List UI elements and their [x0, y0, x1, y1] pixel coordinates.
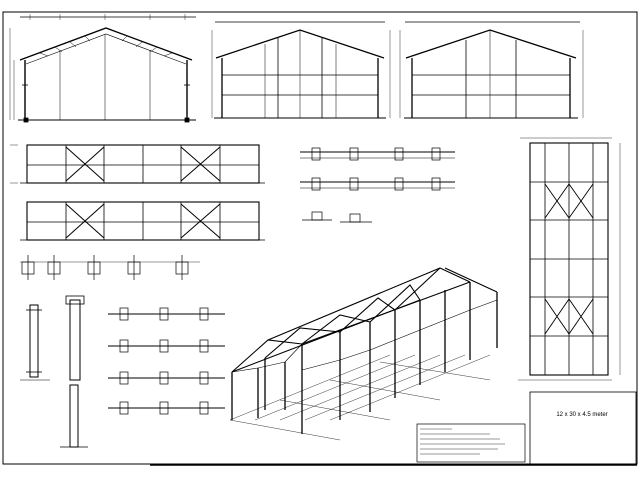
beam-details: [108, 307, 225, 415]
end-frame-section: [399, 21, 584, 119]
connection-details-top: [300, 147, 455, 223]
isometric-view: [229, 267, 498, 441]
sheet-border: [2, 11, 638, 465]
drawing-caption: 12 x 30 x 4.5 meter: [556, 412, 608, 418]
column-details: [20, 295, 88, 448]
roof-plan: [518, 137, 621, 381]
front-elevation: [9, 14, 196, 123]
middle-frame-section: [211, 21, 391, 119]
side-elevation-2: [20, 201, 265, 241]
title-block: [529, 391, 637, 465]
foundation-details: [20, 255, 200, 280]
side-elevation-1: [10, 144, 265, 184]
notes-box: [416, 423, 526, 463]
